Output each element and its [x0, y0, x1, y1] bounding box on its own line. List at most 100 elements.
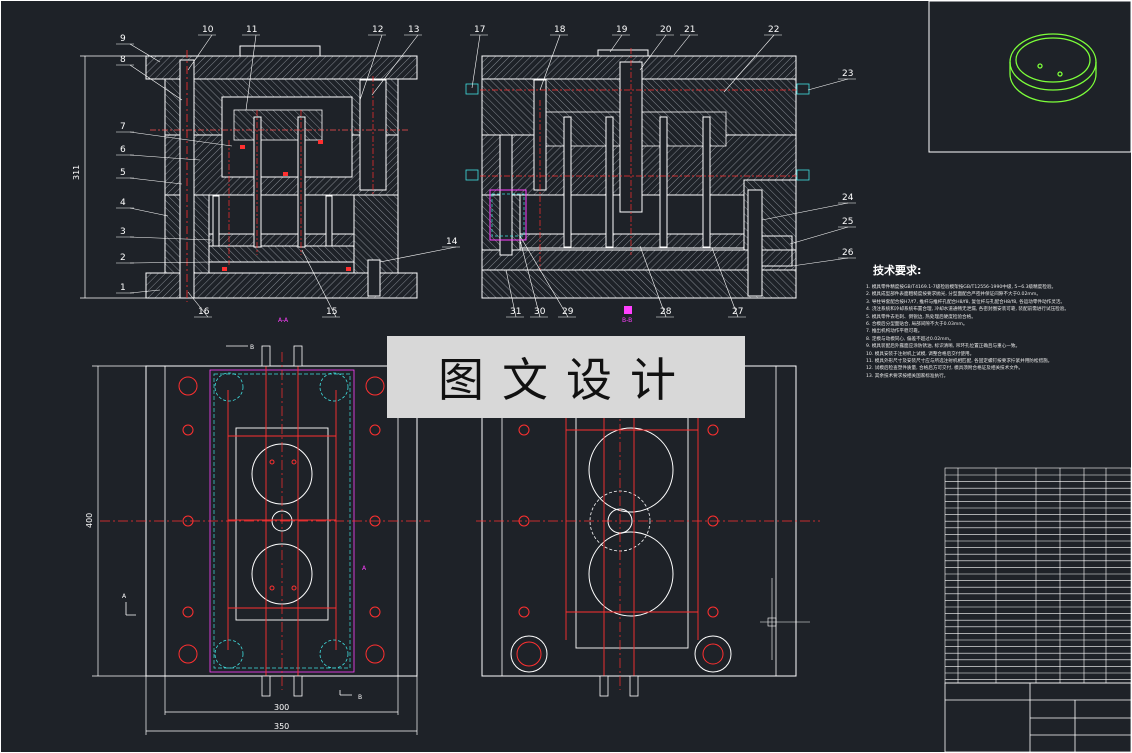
tech-note-6: 6. 合模后分型面贴合, 局部间隙不大于0.03mm。	[866, 322, 968, 328]
tech-note-7: 7. 推出机构动作平稳可靠。	[866, 329, 923, 335]
part-number-24: 24	[842, 193, 854, 203]
part-number-23: 23	[842, 69, 853, 79]
part-number-17: 17	[474, 25, 485, 35]
leader-line	[129, 177, 183, 185]
part-number-15: 15	[326, 307, 337, 317]
part-number-21: 21	[684, 25, 695, 35]
leader-line	[129, 131, 233, 147]
leader-line	[609, 34, 623, 53]
view-marker-a2: A	[362, 565, 367, 572]
part-number-31: 31	[510, 307, 521, 317]
part-number-4: 4	[120, 198, 126, 208]
view-marker-a1: A	[122, 593, 127, 600]
view-marker-b2: B	[358, 694, 362, 701]
leader-line	[539, 34, 561, 91]
leader-line	[723, 34, 775, 93]
part-number-20: 20	[660, 25, 672, 35]
part-number-25: 25	[842, 217, 853, 227]
dim-height-left: 311	[72, 165, 81, 180]
part-number-13: 13	[408, 25, 419, 35]
part-number-28: 28	[660, 307, 672, 317]
title-block	[944, 682, 1132, 753]
leader-line	[129, 207, 169, 217]
part-number-11: 11	[246, 25, 257, 35]
tech-note-8: 8. 定模与动模同心, 偏差不超过0.02mm。	[866, 336, 954, 342]
part-number-29: 29	[562, 307, 574, 317]
leader-line	[129, 64, 183, 101]
leader-line	[519, 239, 541, 318]
view-marker-b1: B	[250, 344, 254, 351]
leader-line	[359, 34, 383, 101]
leader-line	[129, 289, 161, 294]
part-number-10: 10	[202, 25, 214, 35]
tech-note-10: 10. 模具安装于注射机上试模, 调整合格后交付使用。	[866, 351, 975, 357]
leader-line	[245, 34, 257, 111]
leader-line	[807, 78, 849, 91]
tech-note-1: 1. 模具零件精度按GB/T4169.1-7级检验模架按GB/T12556-19…	[866, 285, 1057, 290]
tech-note-5: 5. 模具零件去毛刺、倒锐边, 热处理后硬度检验合格。	[866, 314, 976, 320]
leader-lines-left	[116, 34, 460, 318]
part-number-26: 26	[842, 248, 854, 258]
leader-line	[129, 261, 213, 264]
part-number-7: 7	[120, 122, 126, 132]
dim-width-inner: 300	[274, 703, 289, 712]
part-number-19: 19	[616, 25, 628, 35]
leader-line	[639, 245, 667, 318]
leader-line	[379, 246, 457, 263]
tech-note-11: 11. 模具外形尺寸及安装尺寸应与所选注射机相匹配, 各固定螺钉按要求拧紧并用防…	[866, 359, 1053, 365]
part-number-9: 9	[120, 34, 126, 44]
part-number-14: 14	[446, 237, 458, 247]
tech-note-2: 2. 模具成型部件表面粗糙度按要求抛光, 分型面配合严密并保证间隙不大于0.02…	[866, 292, 1041, 298]
leader-line	[187, 291, 209, 318]
part-number-5: 5	[120, 168, 126, 178]
part-number-30: 30	[534, 307, 546, 317]
tech-note-9: 9. 模具装配后外露面应涂防锈油, 标识清晰, 吊环孔位置正确且与重心一致。	[866, 344, 1021, 350]
bom-border	[944, 467, 1132, 684]
leader-line	[791, 257, 849, 267]
leader-line	[673, 34, 691, 56]
part-number-2: 2	[120, 253, 126, 263]
section-view-a: 311 A-A	[72, 45, 418, 324]
leader-line	[761, 202, 849, 221]
leader-line	[129, 154, 201, 161]
leader-line	[471, 34, 481, 89]
part-number-8: 8	[120, 55, 126, 65]
part-number-6: 6	[120, 145, 126, 155]
leader-line	[711, 247, 739, 318]
dim-height-plan: 400	[85, 513, 94, 528]
iso-view-frame	[928, 0, 1132, 153]
section-label-a: A-A	[278, 317, 289, 324]
part-number-16: 16	[198, 307, 210, 317]
leader-line	[129, 236, 213, 241]
dim-width-outer: 350	[274, 722, 289, 731]
tech-note-3: 3. 导柱导套配合按H7/f7, 推杆与推杆孔配合H8/f8, 复位杆与孔配合H…	[866, 299, 1066, 305]
leader-line	[187, 34, 213, 71]
part-iso-view	[1009, 33, 1097, 103]
bom-table	[944, 467, 1132, 684]
part-number-27: 27	[732, 307, 743, 317]
leader-line	[505, 269, 517, 318]
section-label-b: B-B	[622, 317, 632, 324]
leader-line	[129, 43, 161, 63]
tech-note-12: 12. 试模后检查塑件质量, 合格后方可交付, 模具须附合格证及相关技术文件。	[866, 366, 1024, 372]
leader-line	[789, 226, 849, 245]
part-labels-right: 17 18 19 20 21 22 23 24 25 26 27 28 29 30 31	[474, 25, 854, 317]
tech-note-4: 4. 浇注系统和冷却系统布置合理, 冷却水道通畅无泄漏, 各密封圈安装可靠, 装…	[866, 307, 1069, 313]
leader-line	[301, 249, 337, 318]
part-number-1: 1	[120, 283, 126, 293]
watermark-banner: 图文设计	[387, 336, 745, 418]
leader-lines-right	[470, 34, 856, 318]
leader-line	[639, 34, 667, 71]
leader-line	[519, 235, 569, 318]
tech-note-13: 13. 其余技术要求按相关国家标准执行。	[866, 373, 949, 379]
tech-requirements-title: 技术要求:	[873, 264, 922, 277]
tech-requirements-notes: 1. 模具零件精度按GB/T4169.1-7级检验模架按GB/T12556-19…	[866, 284, 1116, 380]
watermark-text: 图文设计	[438, 353, 694, 407]
part-number-3: 3	[120, 227, 126, 237]
plan-view-moving-half: 400 300 350 A A B B	[85, 344, 430, 735]
section-view-b: B-B	[465, 48, 810, 324]
part-number-22: 22	[768, 25, 779, 35]
part-number-18: 18	[554, 25, 566, 35]
